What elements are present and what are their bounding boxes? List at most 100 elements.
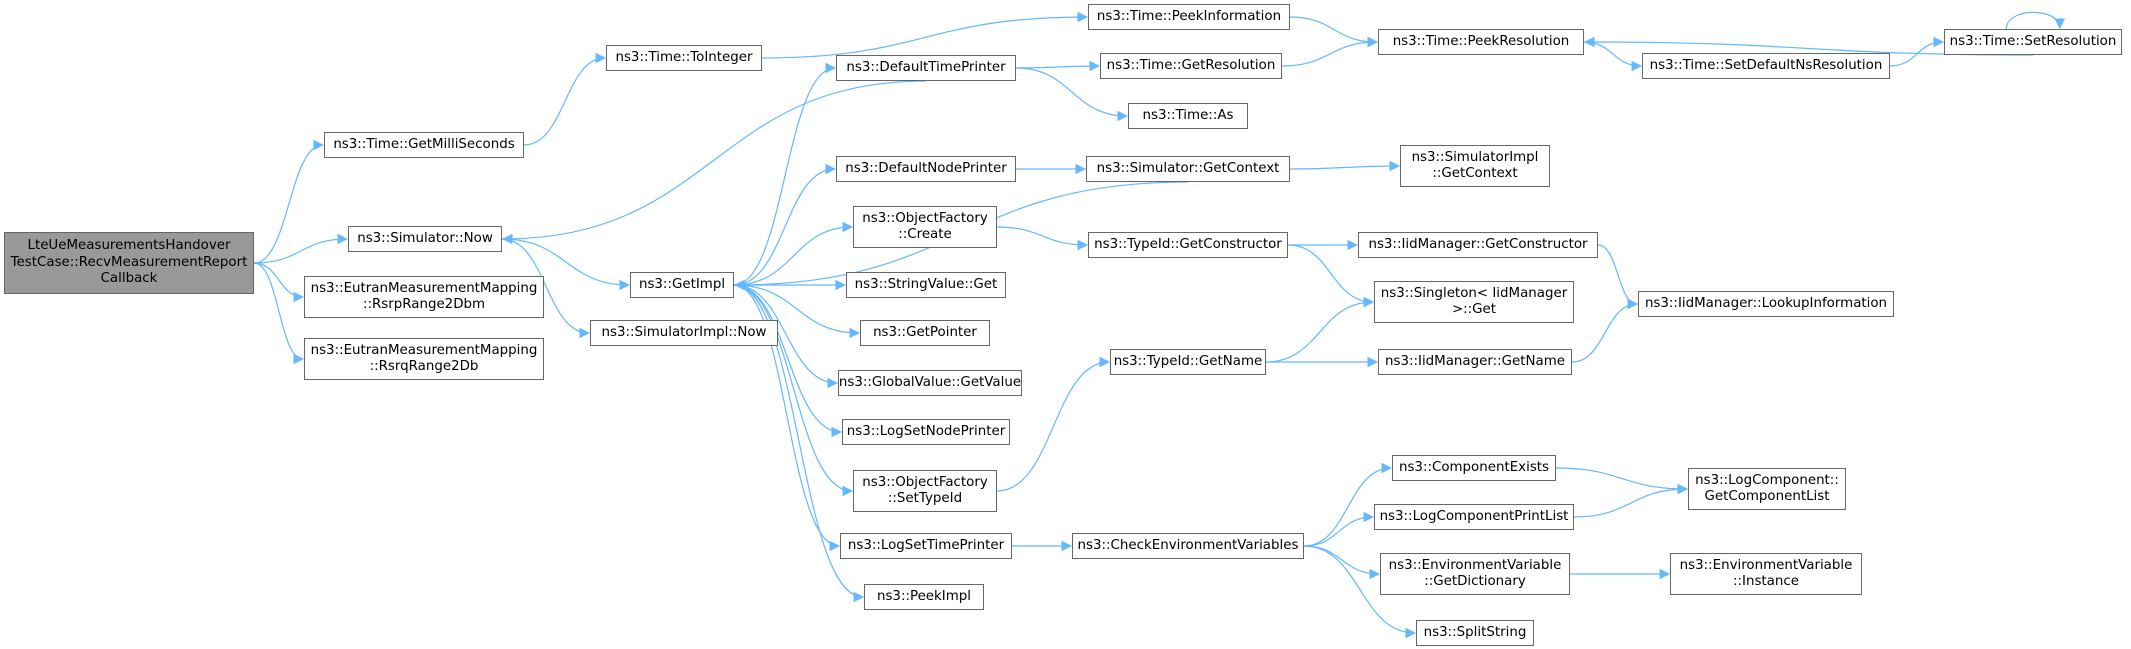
node-label-line: ns3::LogComponentPrintList <box>1379 508 1569 524</box>
edge-peekinfo-to-peekres <box>1289 16 1379 48</box>
edge-getres-to-peekres <box>1281 36 1379 67</box>
node-getres[interactable]: ns3::Time::GetResolution <box>1100 53 1282 79</box>
edge-tointeger-to-peekinfo <box>761 11 1089 59</box>
node-setres[interactable]: ns3::Time::SetResolution <box>1944 29 2122 55</box>
node-label-line: ns3::Time::SetResolution <box>1949 33 2117 49</box>
node-defnodeprinter[interactable]: ns3::DefaultNodePrinter <box>836 156 1016 182</box>
edge-ofcreate-to-tidgetctor <box>996 226 1089 251</box>
node-label-line: ::RsrqRange2Db <box>369 359 479 374</box>
edge-getimpl-to-ofcreate <box>733 221 854 286</box>
node-iidgetctor[interactable]: ns3::IidManager::GetConstructor <box>1358 232 1598 258</box>
node-strvalget[interactable]: ns3::StringValue::Get <box>846 272 1006 298</box>
node-label-line: ns3::DefaultTimePrinter <box>846 59 1006 75</box>
node-tointeger[interactable]: ns3::Time::ToInteger <box>606 45 762 71</box>
node-rsrp[interactable]: ns3::EutranMeasurementMapping::RsrpRange… <box>304 276 544 318</box>
node-getimpl[interactable]: ns3::GetImpl <box>630 272 734 298</box>
node-label-line: ns3::IidManager::GetName <box>1384 353 1566 369</box>
node-getmillis[interactable]: ns3::Time::GetMilliSeconds <box>324 132 524 158</box>
node-label-line: TestCase::RecvMeasurementReport <box>10 254 248 270</box>
edge-iidgetname-to-iidlookup <box>1571 298 1639 363</box>
node-logcompprint[interactable]: ns3::LogComponentPrintList <box>1374 504 1574 530</box>
node-setdefns[interactable]: ns3::Time::SetDefaultNsResolution <box>1642 53 1890 79</box>
node-envgetdict[interactable]: ns3::EnvironmentVariable::GetDictionary <box>1380 553 1570 595</box>
edge-simnow-to-getimpl <box>501 238 631 291</box>
node-label-line: ns3::LogSetTimePrinter <box>847 537 1005 553</box>
edge-tidgetctor-to-singletonget <box>1287 244 1375 308</box>
edge-getimpl-to-deftimeprinter <box>733 62 837 286</box>
node-label-line: ns3::GetPointer <box>873 324 977 340</box>
node-label-line: ::Create <box>898 227 952 242</box>
node-simimplnow[interactable]: ns3::SimulatorImpl::Now <box>590 320 778 346</box>
edge-getimpl-to-gvgetvalue <box>733 284 839 389</box>
node-simnow[interactable]: ns3::Simulator::Now <box>348 226 502 252</box>
node-simgetctx[interactable]: ns3::Simulator::GetContext <box>1086 156 1290 182</box>
node-label-line: ns3::LogComponent:: <box>1695 472 1839 488</box>
edge-deftimeprinter-to-timeas <box>1015 67 1129 122</box>
node-envinstance[interactable]: ns3::EnvironmentVariable::Instance <box>1670 553 1862 595</box>
node-singletonget[interactable]: ns3::Singleton< IidManager>::Get <box>1374 281 1574 323</box>
node-iidlookup[interactable]: ns3::IidManager::LookupInformation <box>1638 291 1894 317</box>
node-ofsettypeid[interactable]: ns3::ObjectFactory::SetTypeId <box>853 470 997 512</box>
node-label-line: GetComponentList <box>1704 489 1830 504</box>
node-simimplctx[interactable]: ns3::SimulatorImpl::GetContext <box>1400 145 1550 187</box>
node-peekres[interactable]: ns3::Time::PeekResolution <box>1378 29 1584 55</box>
edge-root-to-rsrq <box>253 262 305 365</box>
node-label-line: ns3::Simulator::Now <box>357 230 493 246</box>
node-compexists[interactable]: ns3::ComponentExists <box>1392 455 1556 481</box>
node-splitstring[interactable]: ns3::SplitString <box>1416 620 1534 646</box>
node-logsetnode[interactable]: ns3::LogSetNodePrinter <box>842 419 1010 445</box>
node-label-line: ns3::EnvironmentVariable <box>1679 557 1853 573</box>
node-label-line: ns3::Time::ToInteger <box>615 49 753 65</box>
node-rsrq[interactable]: ns3::EutranMeasurementMapping::RsrqRange… <box>304 338 544 380</box>
node-tidgetctor[interactable]: ns3::TypeId::GetConstructor <box>1088 232 1288 258</box>
node-label-line: ns3::ObjectFactory <box>862 474 988 490</box>
node-tidgetname[interactable]: ns3::TypeId::GetName <box>1110 349 1266 375</box>
edge-checkenv-to-logcompprint <box>1303 511 1375 547</box>
node-label-line: ns3::StringValue::Get <box>854 276 998 292</box>
node-label-line: ns3::IidManager::LookupInformation <box>1644 295 1888 311</box>
node-checkenv[interactable]: ns3::CheckEnvironmentVariables <box>1072 533 1304 559</box>
node-label-line: ns3::ObjectFactory <box>862 210 988 226</box>
edge-root-to-rsrp <box>253 262 305 303</box>
node-label-line: ns3::PeekImpl <box>876 588 972 604</box>
edge-peekres-to-setdefns <box>1583 41 1643 72</box>
node-peekinfo[interactable]: ns3::Time::PeekInformation <box>1088 4 1290 30</box>
edge-root-to-simnow <box>253 233 349 264</box>
node-label-line: ns3::Time::PeekResolution <box>1392 33 1570 49</box>
edge-getimpl-to-peekimpl <box>733 284 865 603</box>
edge-getimpl-to-getpointer <box>733 284 861 339</box>
node-label-line: ns3::EutranMeasurementMapping <box>310 342 538 358</box>
node-label-line: ::GetContext <box>1432 166 1518 181</box>
node-ofcreate[interactable]: ns3::ObjectFactory::Create <box>853 206 997 248</box>
edge-ofsettypeid-to-tidgetname <box>996 356 1111 492</box>
node-deftimeprinter[interactable]: ns3::DefaultTimePrinter <box>836 55 1016 81</box>
edge-checkenv-to-compexists <box>1303 462 1393 547</box>
edge-getimpl-to-logsetnode <box>733 284 843 438</box>
node-label-line: ns3::TypeId::GetConstructor <box>1094 236 1282 252</box>
node-label-line: LteUeMeasurementsHandover <box>27 238 231 254</box>
node-iidgetname[interactable]: ns3::IidManager::GetName <box>1378 349 1572 375</box>
edge-deftimeprinter-to-getres <box>1015 60 1101 72</box>
node-label-line: ns3::IidManager::GetConstructor <box>1368 236 1588 252</box>
node-label-line: ns3::CheckEnvironmentVariables <box>1077 537 1299 553</box>
node-logcompgetlist[interactable]: ns3::LogComponent::GetComponentList <box>1688 468 1846 510</box>
node-getpointer[interactable]: ns3::GetPointer <box>860 320 990 346</box>
node-label-line: ::GetDictionary <box>1424 574 1526 589</box>
node-timeas[interactable]: ns3::Time::As <box>1128 103 1248 129</box>
node-label-line: ns3::EutranMeasurementMapping <box>310 280 538 296</box>
edge-iidgetctor-to-iidlookup <box>1597 244 1639 310</box>
node-label-line: >::Get <box>1451 302 1497 317</box>
node-label-line: ns3::Time::PeekInformation <box>1096 8 1282 24</box>
node-gvgetvalue[interactable]: ns3::GlobalValue::GetValue <box>838 370 1022 396</box>
node-label-line: ns3::LogSetNodePrinter <box>846 423 1006 439</box>
node-logsettime[interactable]: ns3::LogSetTimePrinter <box>840 533 1012 559</box>
edge-simgetctx-to-simimplctx <box>1289 160 1401 172</box>
node-label-line: ns3::Simulator::GetContext <box>1096 160 1280 176</box>
edge-setres-to-setres <box>2005 11 2066 30</box>
node-peekimpl[interactable]: ns3::PeekImpl <box>864 584 984 610</box>
edge-getimpl-to-ofsettypeid <box>733 284 854 497</box>
node-label-line: ns3::SimulatorImpl <box>1411 149 1539 165</box>
node-label-line: ns3::EnvironmentVariable <box>1388 557 1562 573</box>
